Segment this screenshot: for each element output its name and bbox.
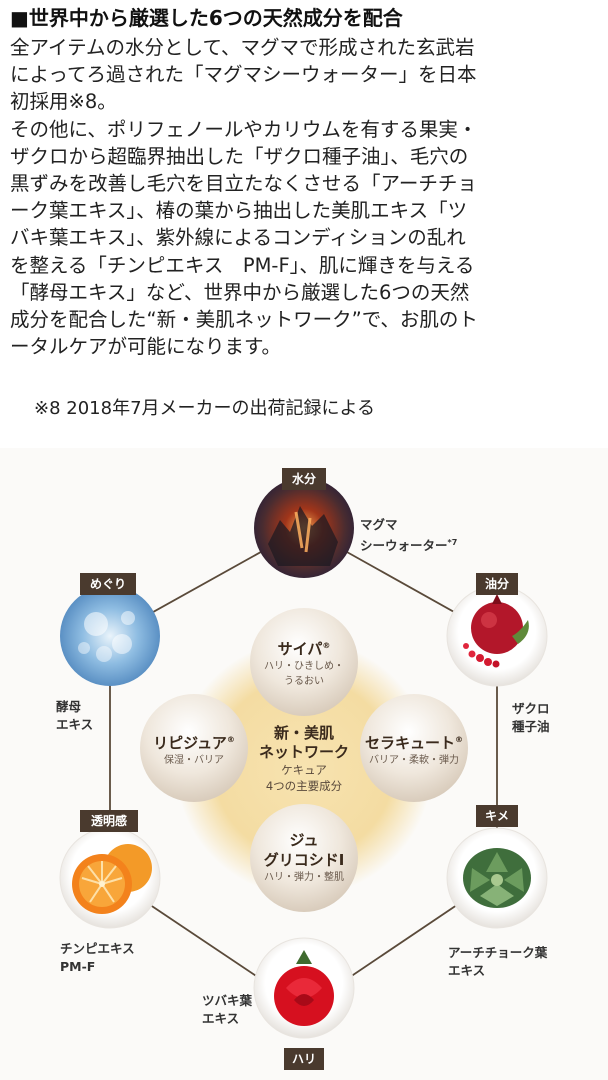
core-orb-saipa: [250, 608, 358, 716]
diagram-graphic: [59, 478, 548, 1039]
body-line: 初採用※8。: [10, 90, 117, 114]
body-line: バキ葉エキス」、紫外線によるコンディションの乱れ: [10, 226, 466, 250]
body-line: によってろ過された「マグマシーウォーター」を日本: [10, 63, 477, 87]
label-chinpi: チンピエキス PM-F: [60, 941, 135, 974]
body-paragraph: 全アイテムの水分として、マグマで形成された玄武岩 によってろ過された「マグマシー…: [10, 34, 602, 360]
tag-clear: 透明感: [80, 810, 138, 832]
ingredient-network-diagram: 水分 油分 キメ ハリ 透明感 めぐり マグマ シーウォーター*7 ザクロ 種子…: [0, 448, 608, 1080]
tag-kime: キメ: [476, 805, 518, 827]
label-camellia: ツバキ葉 エキス: [202, 993, 253, 1026]
body-line: ーク葉エキス」、椿の葉から抽出した美肌エキス「ツ: [10, 199, 468, 223]
page-heading: ■世界中から厳選した6つの天然成分を配合: [10, 6, 403, 30]
body-line: その他に、ポリフェノールやカリウムを有する果実・: [10, 117, 478, 141]
center-glow: [176, 640, 432, 896]
label-pomegranate-oil: ザクロ 種子油: [512, 701, 550, 734]
body-line: 黒ずみを改善し毛穴を目立たなくさせる「アーチチョ: [10, 172, 477, 196]
pomegranate-image: [446, 585, 548, 687]
label-artichoke: アーチチョーク葉 エキス: [448, 945, 548, 978]
footnote: ※8 2018年7月メーカーの出荷記録による: [34, 398, 375, 419]
tag-oil: 油分: [476, 573, 518, 595]
label-yeast: 酵母 エキス: [56, 699, 94, 732]
yeast-image: [60, 586, 160, 686]
body-line: ザクロから超臨界抽出した「ザクロ種子油」、毛穴の: [10, 144, 469, 168]
tag-meguri: めぐり: [80, 573, 136, 595]
body-line: 「酵母エキス」など、世界中から厳選した6つの天然: [10, 280, 470, 304]
orange-image: [59, 827, 161, 929]
magma-image: [254, 478, 354, 578]
core-orb-lipijua: [140, 694, 248, 802]
core-text-serakyuto: セラキュート® バリア・柔軟・弾力: [364, 734, 463, 766]
body-line: 成分を配合した“新・美肌ネットワーク”で、お肌のト: [10, 308, 478, 332]
body-line: ータルケアが可能になります。: [10, 335, 282, 359]
core-text-jyu: ジュ グリコシドI ハリ・弾力・整肌: [263, 831, 345, 883]
artichoke-image: [446, 827, 548, 929]
body-line: 全アイテムの水分として、マグマで形成された玄武岩: [10, 36, 475, 59]
label-magma-sea-water: マグマ シーウォーター*7: [360, 517, 458, 554]
tag-water: 水分: [282, 468, 326, 490]
core-text-saipa: サイパ® ハリ・ひきしめ・ うるおい: [264, 640, 344, 687]
core-text-lipijua: リピジュア® 保湿・バリア: [153, 734, 235, 766]
core-orb-serakyuto: [360, 694, 468, 802]
core-orb-jyu: [250, 804, 358, 912]
tag-hari: ハリ: [284, 1048, 324, 1070]
center-network-text: 新・美肌 ネットワーク ケキュア 4つの主要成分: [258, 724, 349, 793]
body-line: を整える「チンピエキス PM-F」、肌に輝きを与える: [10, 253, 475, 277]
camellia-image: [253, 937, 355, 1039]
